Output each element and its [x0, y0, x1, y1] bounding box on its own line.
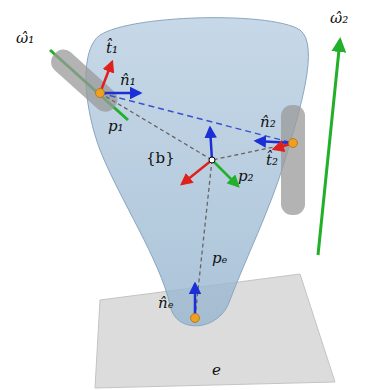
contact-frames [100, 62, 293, 318]
contact-points [96, 89, 298, 323]
body-frame [182, 128, 238, 186]
axis-label: ω̂₂ [330, 10, 348, 27]
finger-2 [281, 40, 340, 255]
axis-label: ω̂₁ [16, 30, 34, 47]
normal-label: n̂₁ [120, 72, 136, 89]
normal-label: n̂ₑ [158, 295, 173, 312]
grasped-body [86, 18, 308, 326]
contact-normal-line [100, 93, 293, 143]
plane-label: e [212, 362, 221, 379]
tangent-label: t̂₁ [106, 40, 118, 57]
position-label: pₑ [212, 250, 227, 267]
normal-label: n̂₂ [260, 114, 276, 131]
position-vectors [100, 93, 293, 318]
position-label: p₁ [108, 118, 124, 135]
frame-label: {b} [146, 150, 175, 167]
position-label: p₂ [238, 168, 254, 185]
tangent-label: t̂₂ [266, 152, 278, 169]
